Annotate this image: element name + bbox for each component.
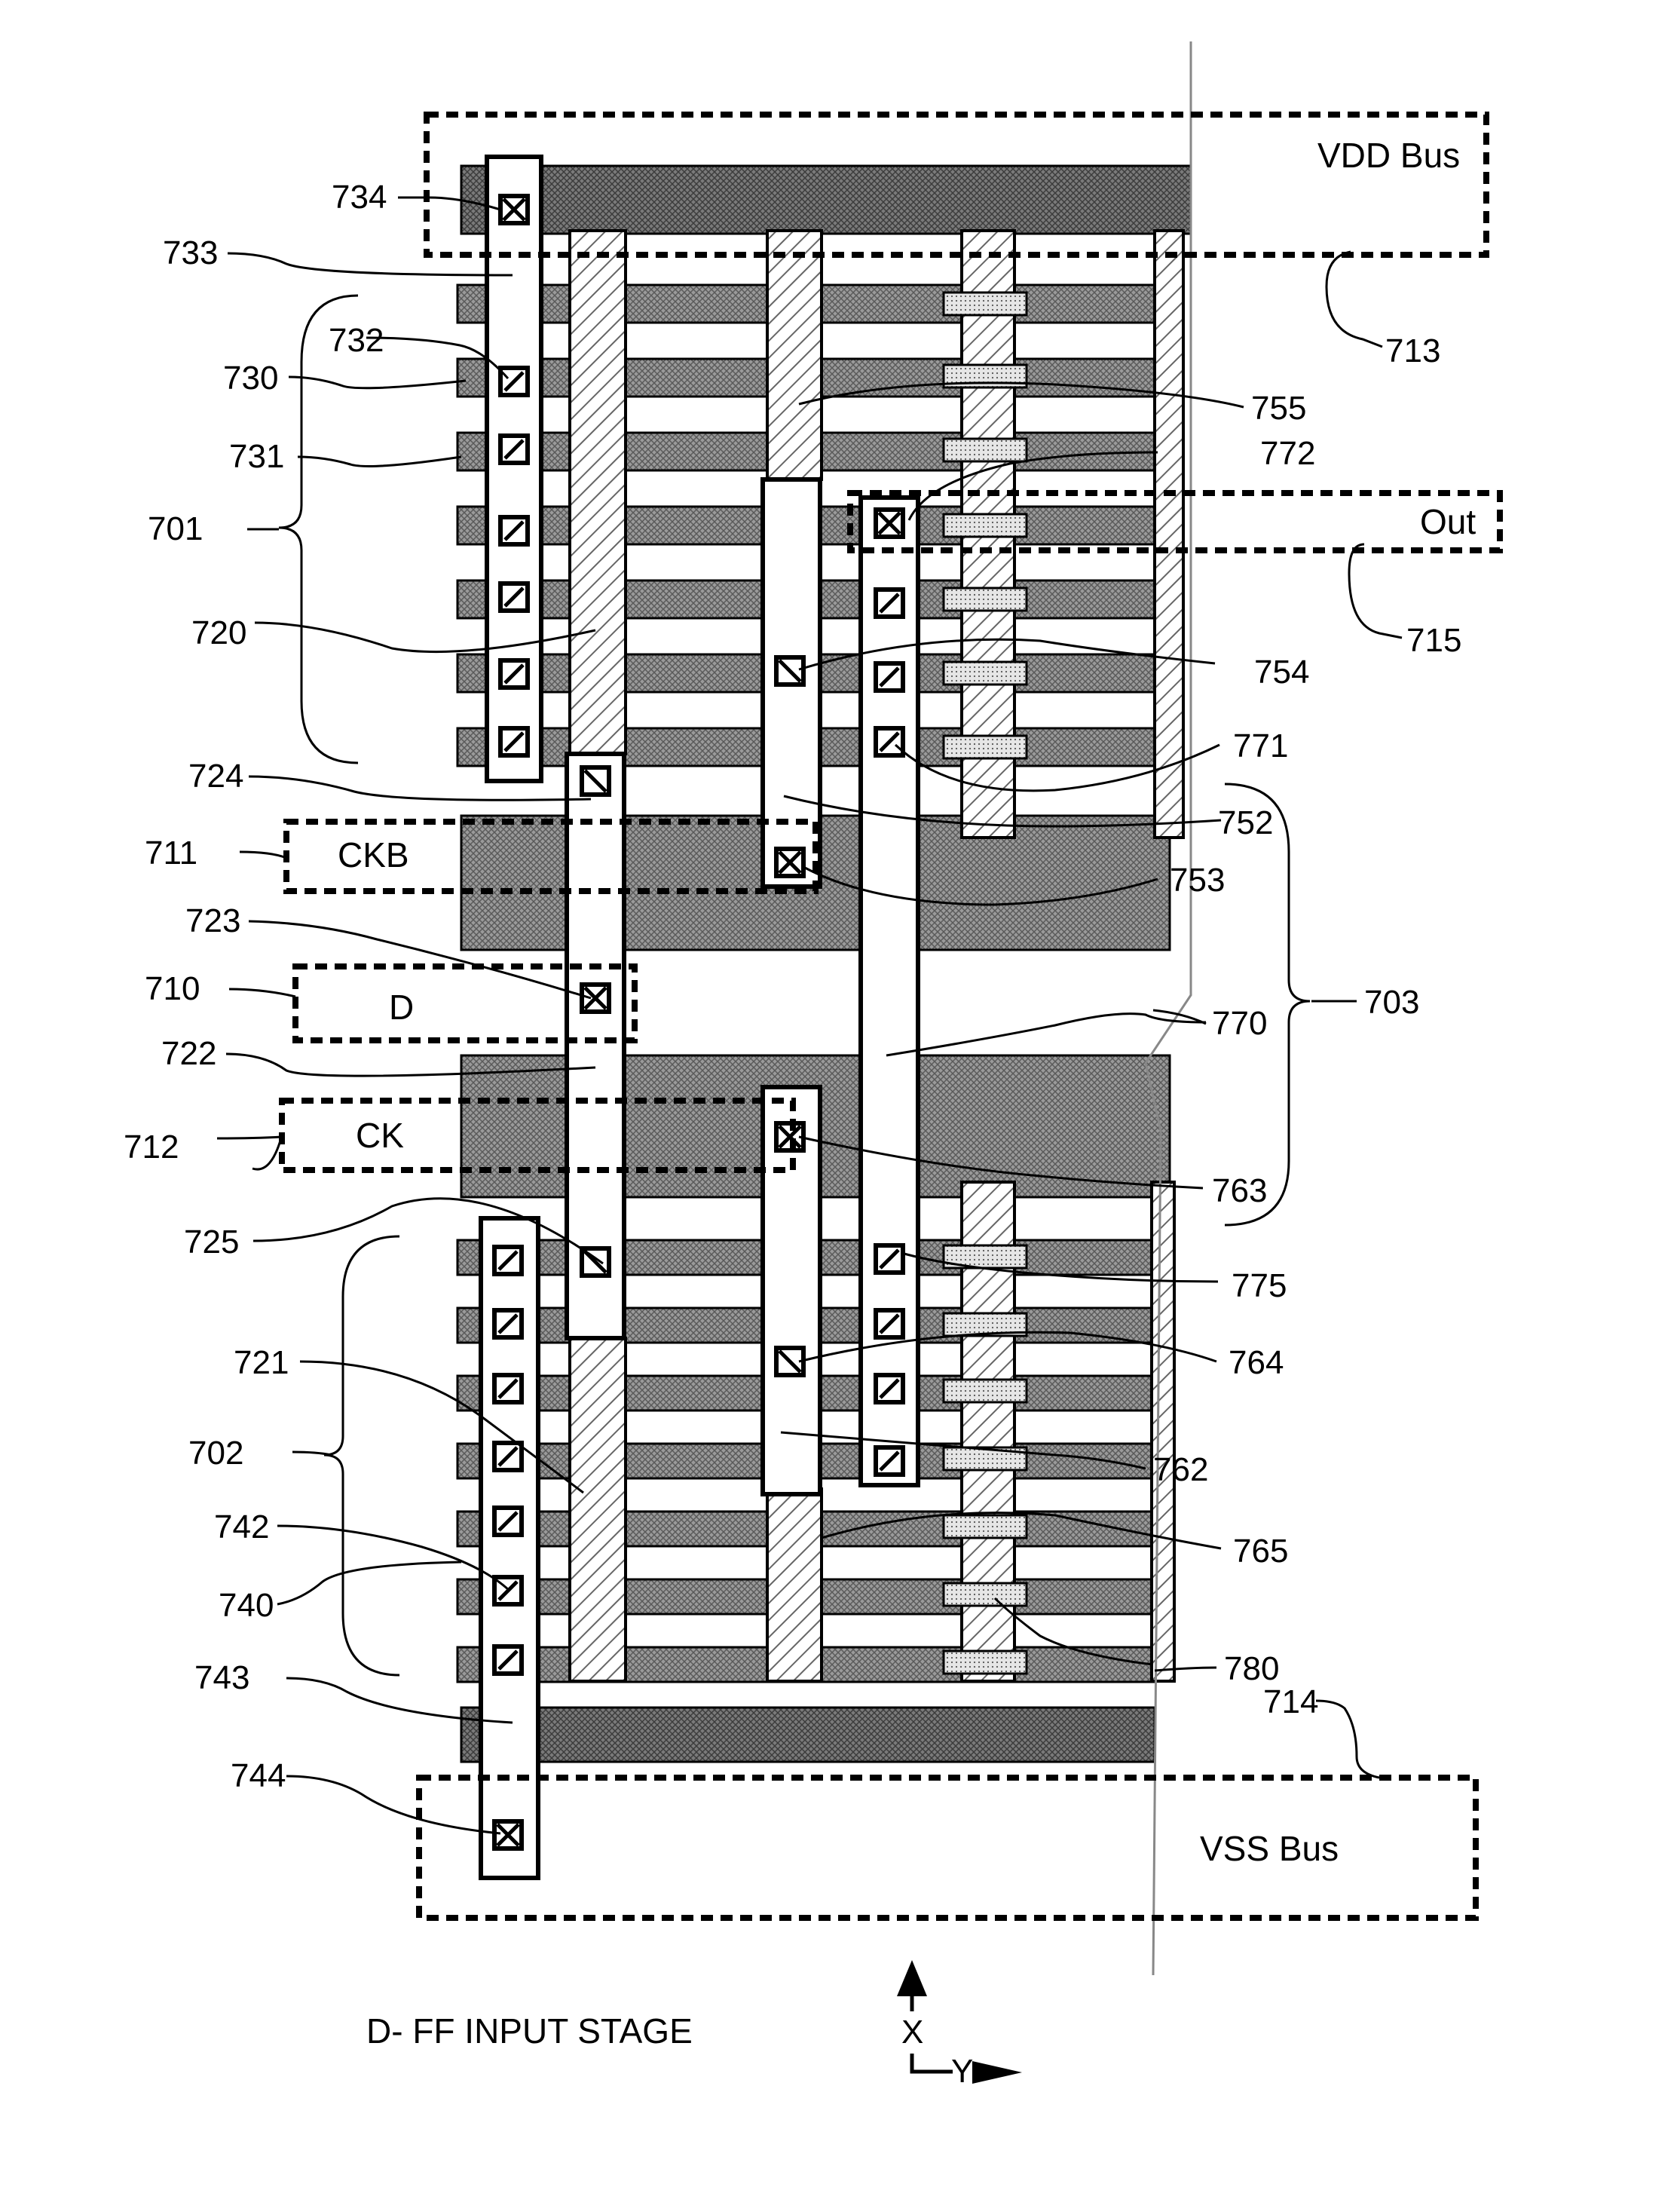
ref-730: 730 [223,360,278,397]
ref-721: 721 [234,1344,289,1381]
ref-720: 720 [191,614,246,651]
ref-764: 764 [1229,1344,1284,1381]
axis-indicator: X Y [897,1960,1022,2090]
ref-715: 715 [1406,622,1461,659]
gate-720 [570,231,626,754]
ref-770: 770 [1212,1005,1267,1042]
ref-731: 731 [229,438,284,475]
ckb-label: CKB [338,835,409,874]
ref-703: 703 [1364,984,1419,1021]
ref-775: 775 [1232,1267,1287,1304]
ref-722: 722 [161,1035,216,1072]
ref-724: 724 [188,758,243,795]
vdd-rail [461,166,1191,234]
ref-763: 763 [1212,1172,1267,1209]
x-axis-label: X [901,2014,923,2051]
ref-780: 780 [1224,1650,1279,1687]
figure-caption: D- FF INPUT STAGE [366,2011,693,2051]
ref-732: 732 [329,322,384,359]
gate-right-top [1155,231,1183,838]
ref-710: 710 [145,970,200,1007]
ref-753: 753 [1170,862,1225,899]
bracket-702 [324,1236,399,1675]
ref-772: 772 [1260,435,1315,472]
ref-713: 713 [1385,332,1440,369]
ref-762: 762 [1153,1451,1208,1488]
y-axis-label: Y [951,2053,973,2090]
vss-rail [461,1708,1155,1762]
ref-755: 755 [1251,390,1306,427]
ref-771: 771 [1233,727,1288,764]
ref-702: 702 [188,1435,243,1472]
ref-725: 725 [184,1224,239,1260]
ck-label: CK [356,1116,404,1155]
ref-744: 744 [231,1757,286,1794]
gate-right-bottom [1152,1182,1174,1681]
ref-740: 740 [219,1587,274,1624]
d-label: D [389,988,414,1027]
ref-743: 743 [194,1659,249,1696]
gate-721 [570,1338,626,1681]
gate-755 [767,231,822,479]
ref-711: 711 [145,835,197,871]
ref-714: 714 [1263,1683,1318,1720]
ref-734: 734 [332,179,387,216]
ref-765: 765 [1233,1533,1288,1570]
ref-754: 754 [1254,654,1309,691]
ref-712: 712 [124,1129,179,1165]
ref-701: 701 [148,510,203,547]
out-label: Out [1420,502,1476,541]
ref-723: 723 [185,902,240,939]
vss-bus-label: VSS Bus [1200,1829,1339,1868]
vdd-bus-label: VDD Bus [1317,136,1460,175]
bracket-701 [279,296,358,763]
ref-733: 733 [163,234,218,271]
ref-742: 742 [214,1509,269,1545]
y-axis-arrow-icon [972,2061,1022,2084]
gate-765 [767,1489,822,1681]
ref-752: 752 [1218,804,1273,841]
